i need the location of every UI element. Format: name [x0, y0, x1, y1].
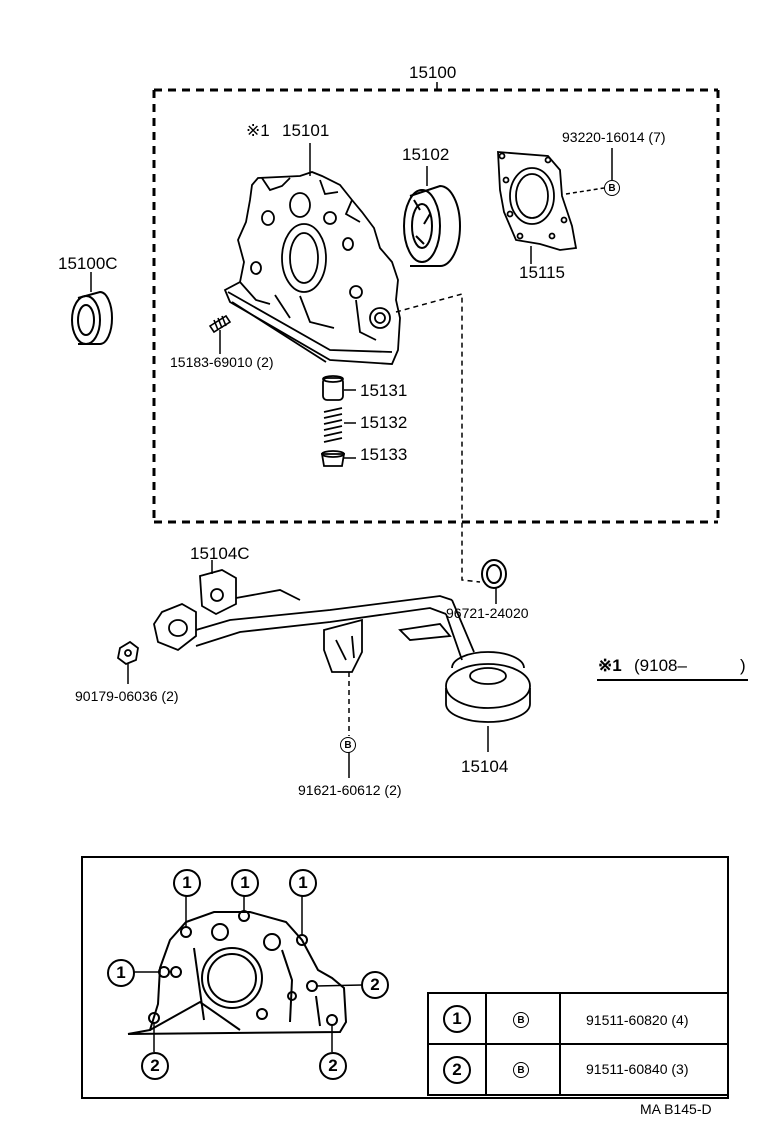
bolt-table-part-2[interactable]: 91511-60840 (3) [586, 1061, 689, 1077]
footnote-mark: ※1 [598, 656, 622, 675]
footnote-close: ) [740, 656, 746, 675]
gasket-96721-drawing [481, 559, 507, 589]
part-15133-label[interactable]: 15133 [360, 445, 408, 464]
part-90179-label[interactable]: 90179-06036 (2) [75, 688, 179, 704]
oil-pump-body-drawing [223, 171, 401, 365]
part-93220-label[interactable]: 93220-16014 (7) [562, 129, 666, 145]
bolt-mark-b-icon: B [604, 180, 620, 196]
part-15104c-label[interactable]: 15104C [190, 544, 250, 563]
part-15104-label[interactable]: 15104 [461, 757, 509, 776]
part-15101-label[interactable]: 15101 [282, 121, 330, 140]
inset-leader-lines [132, 893, 363, 1052]
inset-callout-2[interactable]: 2 [319, 1052, 347, 1080]
bolt-table-grid [427, 992, 729, 1096]
inset-callout-1[interactable]: 1 [231, 869, 259, 897]
part-91621-label[interactable]: 91621-60612 (2) [298, 782, 402, 798]
relief-valve-drawing [320, 375, 346, 467]
oil-seal-15102-drawing [403, 184, 461, 267]
oil-seal-15100c-drawing [71, 290, 113, 345]
part-15100c-label[interactable]: 15100C [58, 254, 118, 273]
bolt-table-index-1: 1 [443, 1005, 471, 1033]
bolt-table-part-1[interactable]: 91511-60820 (4) [586, 1012, 689, 1028]
assembly-bracket [152, 88, 720, 524]
oil-strainer-drawing [153, 569, 531, 723]
figure-code: MA B145-D [640, 1101, 712, 1117]
inset-callout-1[interactable]: 1 [107, 959, 135, 987]
pump-cover-15115-drawing [497, 151, 578, 251]
stud-15183-drawing [208, 314, 232, 334]
bolt-mark-b-icon: B [340, 737, 356, 753]
bolt-table-mark-b-icon: B [513, 1062, 529, 1078]
inset-pump-outline [127, 911, 348, 1035]
part-15102-label[interactable]: 15102 [402, 145, 450, 164]
nut-90179-drawing [117, 640, 139, 666]
part-15115-label[interactable]: 15115 [519, 263, 566, 282]
part-15131-label[interactable]: 15131 [360, 381, 408, 400]
part-96721-label[interactable]: 96721-24020 [446, 605, 529, 621]
footnote-date: (9108– [634, 656, 687, 675]
inset-callout-1[interactable]: 1 [289, 869, 317, 897]
inset-callout-2[interactable]: 2 [141, 1052, 169, 1080]
part-15101-mark: ※1 [246, 121, 270, 140]
assembly-number-label[interactable]: 15100 [409, 63, 457, 82]
bolt-table-index-2: 2 [443, 1056, 471, 1084]
inset-callout-2[interactable]: 2 [361, 971, 389, 999]
part-15183-label[interactable]: 15183-69010 (2) [170, 354, 274, 370]
bolt-table-mark-b-icon: B [513, 1012, 529, 1028]
part-15132-label[interactable]: 15132 [360, 413, 408, 432]
inset-callout-1[interactable]: 1 [173, 869, 201, 897]
